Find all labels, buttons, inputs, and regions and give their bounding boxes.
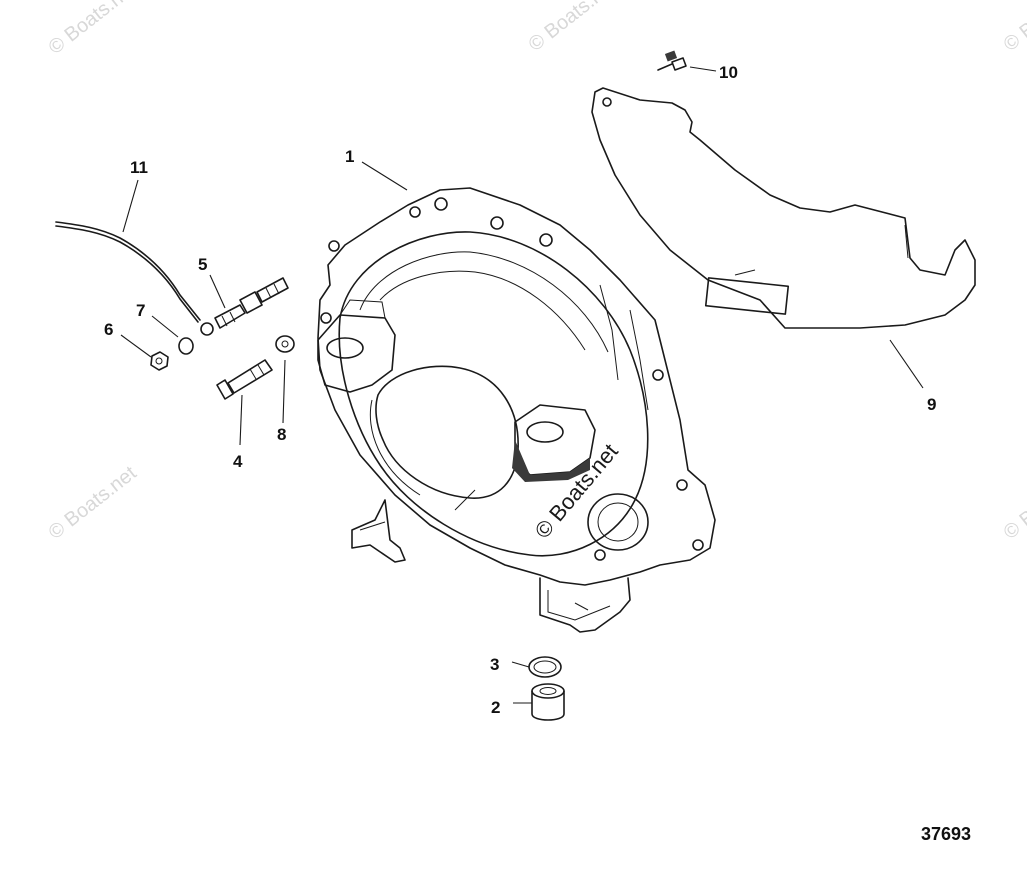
- leader-7: [151, 315, 179, 338]
- leader-8: [282, 359, 286, 424]
- leader-3: [511, 661, 530, 668]
- bushing-part[interactable]: [531, 683, 565, 721]
- callout-9: 9: [927, 395, 936, 414]
- watermark: © Boats.net: [525, 0, 621, 56]
- leader-5: [209, 274, 226, 309]
- callout-10: 10: [719, 63, 738, 82]
- callout-6: 6: [104, 320, 113, 339]
- seal-ring-part[interactable]: [528, 656, 562, 678]
- watermark: © Boats.net: [1000, 0, 1027, 56]
- leader-lines: [120, 66, 924, 704]
- screw-part[interactable]: [657, 50, 687, 71]
- figure-number: 37693: [921, 824, 971, 844]
- stud-part[interactable]: [214, 277, 289, 329]
- leader-6: [120, 334, 152, 358]
- callout-2: 2: [491, 698, 500, 717]
- leader-4: [239, 394, 243, 446]
- callouts: 1 2 3 4 5 6 7 8 9 10 11: [104, 63, 936, 717]
- bolt-part[interactable]: [216, 359, 273, 400]
- callout-4: 4: [233, 452, 243, 471]
- callout-8: 8: [277, 425, 286, 444]
- leader-1: [361, 161, 408, 191]
- nut-part[interactable]: [150, 351, 169, 371]
- washer-part[interactable]: [275, 335, 295, 353]
- cable-part[interactable]: [55, 221, 214, 336]
- leader-9: [889, 339, 924, 389]
- lockwasher-part[interactable]: [178, 337, 194, 355]
- watermarks: © Boats.net © Boats.net © Boats.net © Bo…: [45, 0, 1027, 544]
- watermark: © Boats.net: [45, 462, 141, 544]
- callout-1: 1: [345, 147, 354, 166]
- callout-5: 5: [198, 255, 207, 274]
- leader-11: [122, 179, 139, 233]
- watermark: © Boats.net: [1000, 462, 1027, 544]
- callout-11: 11: [130, 158, 148, 177]
- callout-3: 3: [490, 655, 499, 674]
- watermark: © Boats.net: [45, 0, 141, 59]
- leader-10: [689, 66, 717, 72]
- flywheel-housing-part[interactable]: [317, 187, 716, 633]
- callout-7: 7: [136, 301, 145, 320]
- cover-plate-part[interactable]: [591, 87, 976, 329]
- center-watermark: © Boats.net: [530, 439, 623, 543]
